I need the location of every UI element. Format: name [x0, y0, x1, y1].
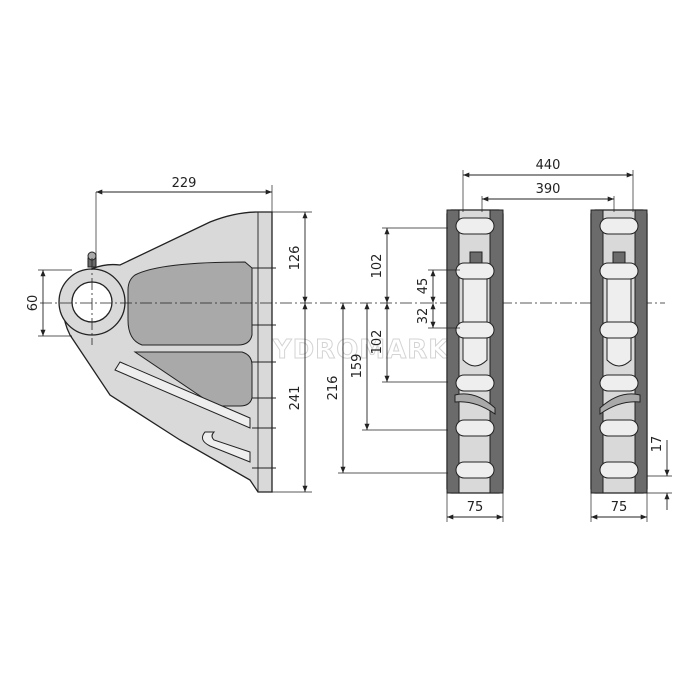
flange-hole-marks	[252, 267, 276, 469]
dim-241: 241	[288, 386, 303, 411]
slot-5	[455, 419, 495, 437]
dim-159: 159	[350, 354, 365, 379]
dim-32: 32	[416, 308, 431, 325]
lower-rib	[114, 361, 251, 429]
dim-102-lower: 102	[370, 330, 385, 355]
hook-slot	[201, 431, 251, 463]
front-slots	[455, 217, 495, 479]
dimension-lines	[38, 170, 672, 522]
front-plate-left-edge	[446, 209, 460, 494]
mirror-plate-right-edge	[634, 209, 648, 494]
dim-440: 440	[536, 158, 561, 173]
dim-45: 45	[416, 278, 431, 295]
dim-60: 60	[26, 295, 41, 312]
slot-2	[455, 262, 495, 280]
bracket-front-view	[446, 209, 504, 494]
dim-229: 229	[172, 176, 197, 191]
dim-126: 126	[288, 246, 303, 271]
mirror-plate-left-edge	[590, 209, 604, 494]
slot-1	[455, 217, 495, 235]
dim-75-right: 75	[611, 500, 628, 515]
front-rib	[454, 393, 496, 415]
dim-75-left: 75	[467, 500, 484, 515]
bracket-side-view	[58, 211, 276, 493]
mirror-rib	[599, 393, 641, 415]
slot-4	[455, 374, 495, 392]
bracket-mirror-view	[590, 209, 648, 494]
slot-3	[455, 321, 495, 339]
mirror-slots	[599, 217, 639, 479]
dim-216: 216	[326, 376, 341, 401]
front-plate-right-edge	[489, 209, 504, 494]
dim-390: 390	[536, 182, 561, 197]
dimension-labels: 229 60 126 241 216 159 102 102 45 32 440…	[26, 158, 665, 515]
slot-6	[455, 461, 495, 479]
dim-17: 17	[650, 436, 665, 453]
upper-pocket	[127, 261, 253, 346]
dim-102-upper: 102	[370, 254, 385, 279]
